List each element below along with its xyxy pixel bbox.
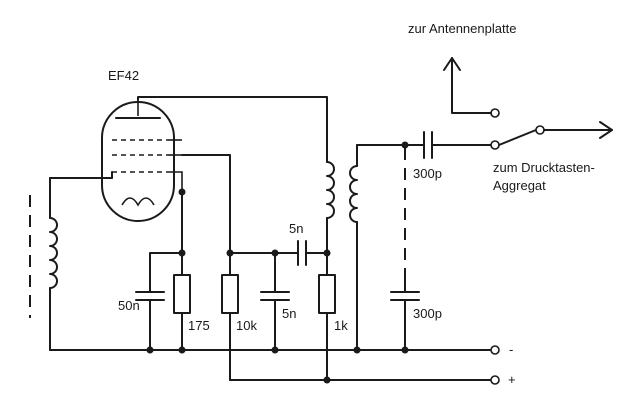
label-50n: 50n <box>118 298 140 313</box>
label-plus: + <box>508 372 516 387</box>
resistor-175 <box>173 252 191 351</box>
plate-wire <box>137 96 328 163</box>
tube-label: EF42 <box>108 68 139 83</box>
label-10k: 10k <box>236 318 257 333</box>
label-minus: - <box>509 342 513 357</box>
terminal-minus <box>490 345 500 355</box>
capacitor-300p-trim <box>390 148 420 351</box>
screen-wire <box>181 154 231 254</box>
label-5n-coupling: 5n <box>289 221 303 236</box>
capacitor-5n-coupling <box>297 240 328 266</box>
output-coil <box>349 144 406 351</box>
label-1k: 1k <box>334 318 348 333</box>
switch <box>490 121 613 150</box>
push-button-label-1: zum Drucktasten- <box>493 160 595 175</box>
label-175: 175 <box>188 318 210 333</box>
push-button-label-2: Aggregat <box>493 178 546 193</box>
tube-ef42 <box>101 100 183 222</box>
label-5n-bypass: 5n <box>282 306 296 321</box>
antenna-arrow <box>443 57 500 118</box>
label-300p-trim: 300p <box>413 306 442 321</box>
capacitor-50n <box>135 252 183 351</box>
label-300p-output: 300p <box>413 166 442 181</box>
input-coil <box>29 177 113 351</box>
plate-coil <box>326 161 335 254</box>
capacitor-5n-bypass <box>260 252 290 351</box>
resistor-10k <box>221 252 239 381</box>
antenna-label: zur Antennenplatte <box>408 21 516 36</box>
resistor-1k <box>318 252 336 381</box>
capacitor-300p-output <box>404 131 493 159</box>
terminal-plus <box>490 375 500 385</box>
